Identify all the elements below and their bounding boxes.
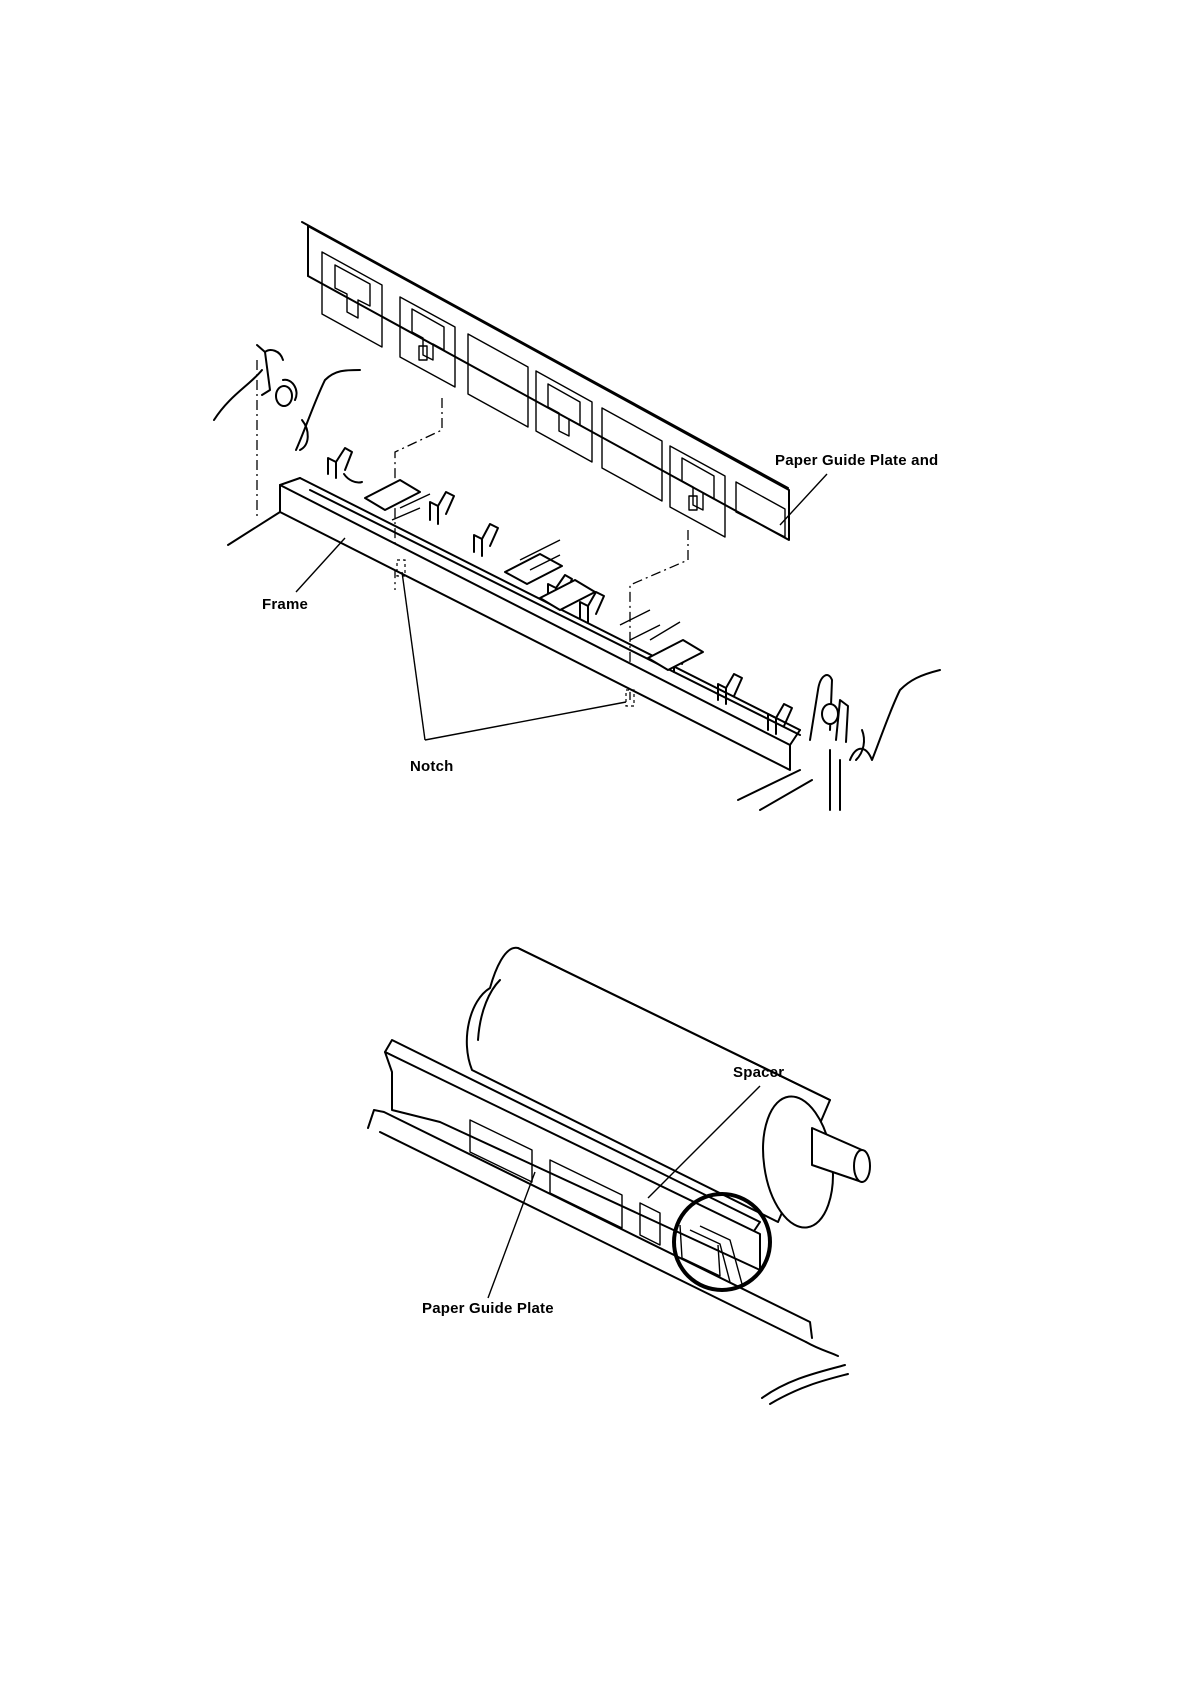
paper-guide-plate-strip <box>385 1040 760 1284</box>
bottom-leader-lines <box>488 1086 760 1298</box>
right-side-bracket <box>810 670 940 810</box>
label-spacer: Spacer <box>733 1064 784 1081</box>
label-frame: Frame <box>262 596 308 613</box>
label-paper-guide-plate-and: Paper Guide Plate and <box>775 452 938 469</box>
label-notch: Notch <box>410 758 454 775</box>
frame-base <box>368 1110 848 1404</box>
left-side-bracket <box>214 345 360 450</box>
top-diagram <box>0 0 1194 860</box>
detail-circle <box>674 1194 770 1290</box>
roller-drawing <box>467 948 870 1232</box>
label-paper-guide-plate: Paper Guide Plate <box>422 1300 554 1317</box>
